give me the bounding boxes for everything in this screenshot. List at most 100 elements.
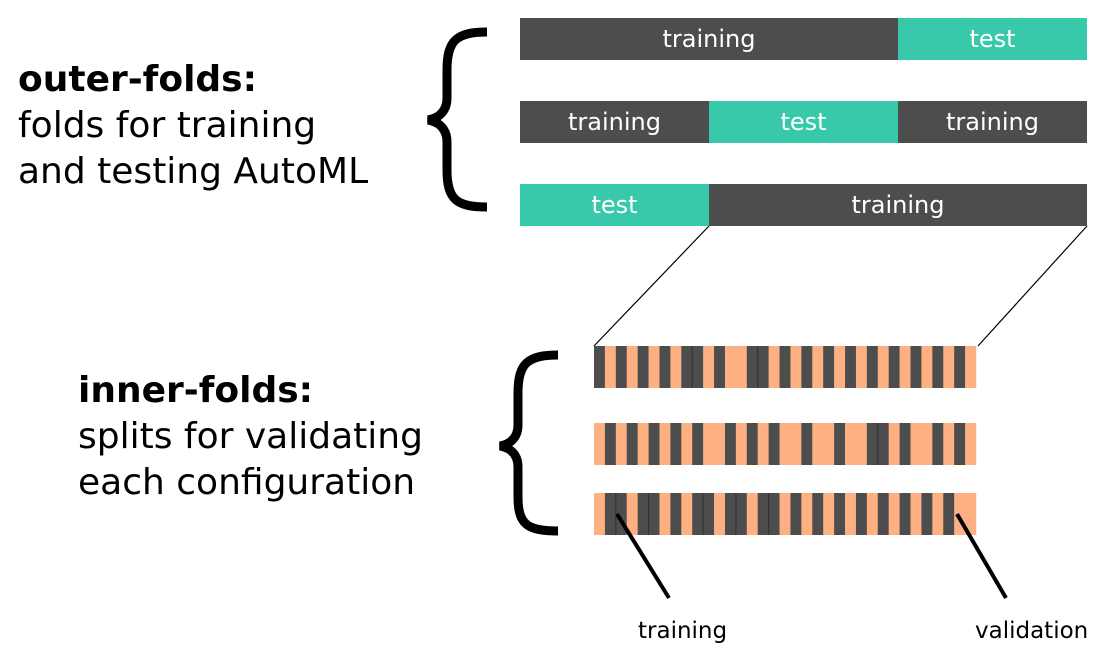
inner-fold-3-separator: [702, 493, 704, 535]
inner-fold-1-training-segment: [637, 346, 649, 388]
inner-fold-bars: [594, 346, 977, 535]
outer-fold-1: training test: [520, 18, 1087, 60]
inner-fold-2-validation-segment: [845, 423, 857, 465]
inner-fold-1-validation-segment: [768, 346, 780, 388]
inner-fold-1-validation-segment: [703, 346, 715, 388]
inner-fold-2-validation-segment: [910, 423, 922, 465]
inner-fold-2-validation-segment: [703, 423, 715, 465]
inner-fold-1-training-segment: [594, 346, 606, 388]
inner-fold-2-validation-segment: [615, 423, 628, 465]
outer-fold-1-training: training: [520, 18, 898, 60]
inner-fold-3-training-segment: [604, 493, 617, 535]
inner-fold-2-training-segment: [724, 423, 737, 465]
outer-folds-desc-line2: and testing AutoML: [18, 151, 369, 192]
inner-fold-2-validation-segment: [735, 423, 748, 465]
inner-fold-1-validation-segment: [604, 346, 617, 388]
inner-fold-1-validation-segment: [724, 346, 737, 388]
inner-fold-1-training-segment: [692, 346, 704, 388]
inner-fold-3-training-segment: [834, 493, 846, 535]
inner-fold-3-validation-segment: [954, 493, 966, 535]
outer-fold-3-training: training: [709, 184, 1087, 226]
inner-fold-2-training-segment: [670, 423, 682, 465]
inner-fold-2-validation-segment: [943, 423, 955, 465]
inner-fold-3-validation-segment: [910, 493, 922, 535]
outer-fold-1-test: test: [898, 18, 1087, 60]
inner-fold-1-validation-segment: [735, 346, 748, 388]
outer-fold-3-test: test: [520, 184, 709, 226]
inner-fold-3-validation-segment: [626, 493, 638, 535]
inner-fold-3-validation-segment: [594, 493, 606, 535]
inner-fold-3-validation-segment: [714, 493, 726, 535]
inner-fold-2-validation-segment: [855, 423, 868, 465]
training-pointer-line: [615, 512, 671, 600]
inner-fold-3-validation-segment: [779, 493, 791, 535]
inner-fold-3-validation-segment: [845, 493, 857, 535]
inner-fold-2-training-segment: [866, 423, 879, 465]
inner-fold-1-validation-segment: [877, 346, 889, 388]
inner-fold-3-training-segment: [855, 493, 868, 535]
inner-fold-1-training-segment: [681, 346, 693, 388]
inner-fold-1-validation-segment: [855, 346, 868, 388]
inner-fold-3-separator: [615, 493, 617, 535]
inner-fold-1-separator: [757, 346, 759, 388]
inner-fold-2-training-segment: [692, 423, 704, 465]
inner-fold-1-training-segment: [910, 346, 922, 388]
inner-fold-2-separator: [877, 423, 879, 465]
inner-fold-3-training-segment: [757, 493, 769, 535]
inner-fold-2-validation-segment: [888, 423, 900, 465]
outer-fold-2-test: test: [709, 101, 898, 143]
outer-fold-2-training-b: training: [898, 101, 1087, 143]
inner-fold-1-training-segment: [845, 346, 857, 388]
training-caption: training: [638, 618, 728, 644]
inner-fold-1-training-segment: [757, 346, 769, 388]
inner-fold-2-validation-segment: [757, 423, 769, 465]
inner-fold-1-training-segment: [779, 346, 791, 388]
inner-fold-3-training-segment: [735, 493, 748, 535]
inner-fold-2-validation-segment: [714, 423, 726, 465]
inner-fold-3-training-segment: [899, 493, 911, 535]
inner-fold-1-training-segment: [714, 346, 726, 388]
inner-fold-2-training-segment: [604, 423, 617, 465]
inner-folds-title: inner-folds:: [78, 370, 314, 411]
inner-fold-1-training-segment: [746, 346, 759, 388]
inner-fold-2-validation-segment: [659, 423, 671, 465]
outer-fold-2-training-a: training: [520, 101, 709, 143]
inner-fold-2-training-segment: [954, 423, 966, 465]
inner-fold-1-validation-segment: [899, 346, 911, 388]
inner-fold-3-training-segment: [670, 493, 682, 535]
inner-fold-1-training-segment: [888, 346, 900, 388]
inner-fold-1-validation-segment: [790, 346, 802, 388]
inner-fold-1-training-segment: [801, 346, 813, 388]
zoom-line-left: [593, 225, 710, 347]
inner-fold-2-training-segment: [626, 423, 638, 465]
inner-fold-2-validation-segment: [823, 423, 835, 465]
inner-fold-3-validation-segment: [801, 493, 813, 535]
inner-fold-1-training-segment: [823, 346, 835, 388]
inner-fold-3-separator: [647, 493, 650, 535]
inner-fold-3-validation-segment: [823, 493, 835, 535]
inner-fold-3-training-segment: [812, 493, 824, 535]
inner-fold-3-training-segment: [692, 493, 704, 535]
outer-folds-heading: outer-folds: folds for training and test…: [18, 57, 368, 195]
outer-fold-3: test training: [520, 184, 1087, 226]
inner-fold-3-validation-segment: [681, 493, 693, 535]
zoom-line-right: [977, 225, 1088, 347]
inner-fold-1-separator: [691, 346, 693, 388]
inner-fold-1-validation-segment: [943, 346, 955, 388]
validation-pointer-line: [955, 512, 1008, 600]
inner-fold-1-validation-segment: [626, 346, 638, 388]
inner-fold-3-validation-segment: [888, 493, 900, 535]
inner-fold-2-training-segment: [648, 423, 660, 465]
inner-fold-3-separator: [768, 493, 770, 535]
inner-fold-2-training-segment: [877, 423, 889, 465]
validation-caption: validation: [975, 618, 1089, 644]
inner-fold-3-training-segment: [724, 493, 737, 535]
outer-folds-title: outer-folds:: [18, 59, 258, 100]
inner-fold-2-training-segment: [746, 423, 759, 465]
inner-fold-1-validation-segment: [921, 346, 933, 388]
inner-fold-3-training-segment: [648, 493, 660, 535]
inner-folds-heading: inner-folds: splits for validating each …: [78, 368, 423, 506]
inner-fold-2-validation-segment: [594, 423, 606, 465]
outer-fold-2: training test training: [520, 101, 1087, 143]
inner-fold-2-validation-segment: [921, 423, 933, 465]
